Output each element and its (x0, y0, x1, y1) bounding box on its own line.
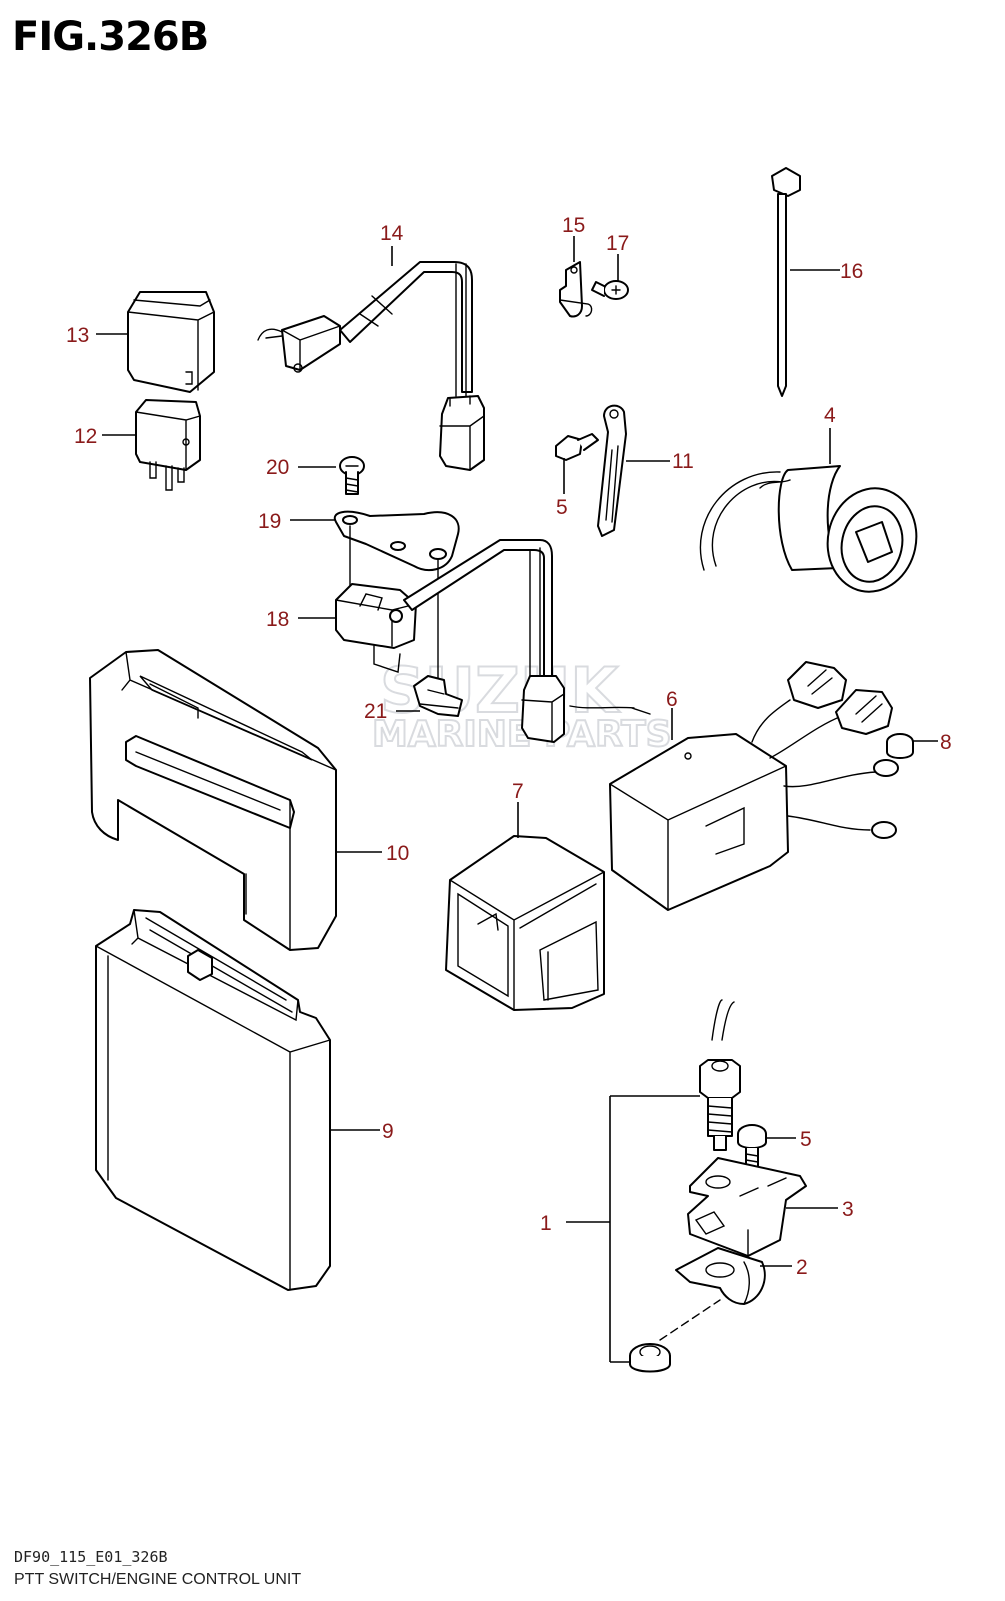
part-6-control-unit[interactable] (609, 661, 899, 911)
callout-7: 7 (512, 780, 524, 803)
callout-6: 6 (666, 688, 678, 711)
callout-20: 20 (266, 456, 289, 479)
callout-1: 1 (540, 1212, 552, 1235)
part-17-screw[interactable] (591, 280, 629, 300)
part-5-bolt-upper[interactable] (555, 433, 599, 461)
part-12-small-relay[interactable] (135, 399, 201, 491)
callout-numbers: 13 12 14 15 17 16 4 20 5 11 19 18 21 6 8… (66, 214, 952, 1279)
part-14-ptt-switch[interactable] (257, 261, 485, 471)
connector-harness-end[interactable] (521, 675, 651, 743)
callout-4: 4 (824, 404, 836, 427)
part-13-relay-box[interactable] (127, 291, 215, 393)
part-2-clamp[interactable] (675, 1247, 766, 1305)
part-4-round-connector[interactable] (699, 465, 925, 600)
part-20-screw[interactable] (339, 456, 365, 495)
callout-5-lower: 5 (800, 1128, 812, 1151)
callout-11: 11 (672, 450, 694, 473)
part-21-clip[interactable] (413, 675, 463, 717)
callout-13: 13 (66, 324, 89, 347)
part-7-box-cover[interactable] (445, 835, 605, 1011)
callout-9: 9 (382, 1120, 394, 1143)
figure-title: FIG.326B (12, 14, 209, 60)
callout-10: 10 (386, 842, 409, 865)
callout-16: 16 (840, 260, 863, 283)
part-11-strap[interactable] (597, 404, 627, 537)
callout-5-upper: 5 (556, 496, 568, 519)
part-8-cap[interactable] (886, 733, 914, 759)
callout-12: 12 (74, 425, 97, 448)
part-18-switch[interactable] (335, 539, 553, 681)
part-10-rubber-cover[interactable] (89, 649, 337, 951)
callout-21: 21 (364, 700, 387, 723)
callout-2: 2 (796, 1256, 808, 1279)
callout-15: 15 (562, 214, 585, 237)
callout-3: 3 (842, 1198, 854, 1221)
figure-description: PTT SWITCH/ENGINE CONTROL UNIT (14, 1571, 302, 1588)
part-9-engine-control-unit[interactable] (95, 909, 331, 1291)
callout-14: 14 (380, 222, 404, 245)
part-15-clip[interactable] (559, 261, 593, 318)
callout-17: 17 (606, 232, 629, 255)
watermark: SUZUK MARINE PARTS (371, 653, 673, 756)
part-1-sensor-assembly[interactable] (629, 999, 741, 1373)
callout-19: 19 (258, 510, 281, 533)
part-16-cable-tie[interactable] (771, 167, 801, 397)
part-3-bracket[interactable] (687, 1157, 807, 1257)
callout-8: 8 (940, 731, 952, 754)
leader-lines (96, 236, 938, 1363)
callout-18: 18 (266, 608, 289, 631)
figure-code: DF90_115_E01_326B (14, 1548, 168, 1566)
